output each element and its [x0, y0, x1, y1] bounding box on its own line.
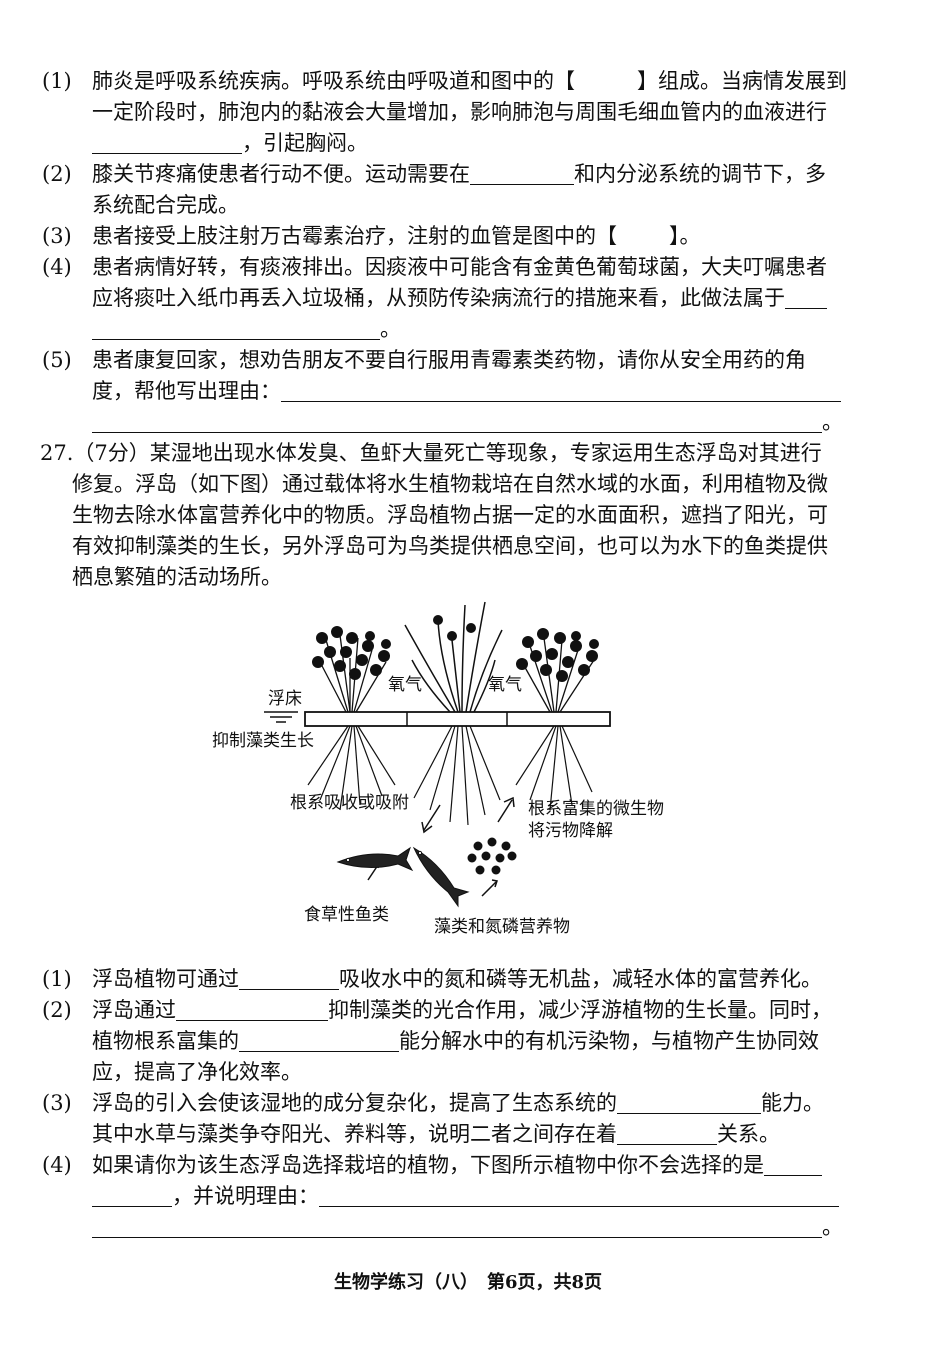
- q27-sub2-text-c: 植物根系富集的: [92, 1029, 239, 1053]
- q26-part2-answer-blank[interactable]: [470, 162, 574, 185]
- q27-sub3-number: (3): [42, 1091, 72, 1115]
- q27-sub2-number: (2): [42, 998, 72, 1022]
- label-microbe-line1: 根系富集的微生物: [528, 799, 664, 819]
- fish-icon: [336, 846, 414, 872]
- label-algae-nutrients: 藻类和氮磷营养物: [434, 917, 570, 937]
- label-herbivore-fish: 食草性鱼类: [304, 905, 389, 925]
- float-bed-bar: [304, 711, 611, 727]
- q27-sub4-number: (4): [42, 1153, 72, 1177]
- q27-sub4-answer-blank-c[interactable]: [319, 1184, 839, 1207]
- q26-part3-text-a: 患者接受上肢注射万古霉素治疗，注射的血管是图中的【: [92, 224, 617, 248]
- q27-sub3-text-c: 其中水草与藻类争夺阳光、养料等，说明二者之间存在着: [92, 1122, 617, 1146]
- reed-seed-heads: [433, 615, 476, 641]
- q26-part4-text-line3: 。: [380, 317, 401, 341]
- q27-sub2-answer-blank-b[interactable]: [239, 1029, 399, 1052]
- q26-part4-text-line2: 应将痰吐入纸巾再丢入垃圾桶，从预防传染病流行的措施来看，此做法属于: [92, 286, 785, 310]
- q27-intro-text-line4: 有效抑制藻类的生长，另外浮岛可为鸟类提供栖息空间，也可以为水下的鱼类提供: [72, 534, 828, 558]
- q27-number: 27.: [40, 441, 74, 465]
- q27-intro-text-line3: 生物去除水体富营养化中的物质。浮岛植物占据一定的水面面积，遮挡了阳光，可: [72, 503, 828, 527]
- water-surface-symbol: [264, 711, 298, 723]
- q27-sub3-answer-blank-a[interactable]: [617, 1091, 761, 1114]
- q27-sub4-text-a: 如果请你为该生态浮岛选择栽培的植物，下图所示植物中你不会选择的是: [92, 1153, 764, 1177]
- q27-sub4-text-b: ，并说明理由：: [172, 1184, 319, 1208]
- q27-sub2-text-a: 浮岛通过: [92, 998, 176, 1022]
- q27-sub2-text-e: 应，提高了净化效率。: [92, 1060, 302, 1084]
- q26-part2-text-b: 和内分泌系统的调节下，多: [574, 162, 826, 186]
- q26-part3-text-b: 】。: [669, 224, 701, 248]
- q26-part4-answer-blank-a[interactable]: [785, 286, 827, 309]
- q27-intro-text-line5: 栖息繁殖的活动场所。: [72, 565, 282, 589]
- label-microbe-line2: 将污物降解: [528, 821, 613, 841]
- floating-island-diagram: 浮床 抑制藻类生长 氧气 氧气 根系吸收或吸附 根系富集的微生物 将污物降解 食…: [212, 601, 664, 937]
- q26-part4-number: (4): [42, 255, 72, 279]
- q26-part5-number: (5): [42, 348, 72, 372]
- q27-sub3-text-a: 浮岛的引入会使该湿地的成分复杂化，提高了生态系统的: [92, 1091, 617, 1115]
- q27-sub2-text-b: 抑制藻类的光合作用，减少浮游植物的生长量。同时，: [328, 998, 832, 1022]
- q27-sub2-text-d: 能分解水中的有机污染物，与植物产生协同效: [399, 1029, 819, 1053]
- label-float-bed: 浮床: [268, 689, 302, 709]
- q27-sub3-text-b: 能力。: [761, 1091, 824, 1115]
- q27-sub3-text-d: 关系。: [717, 1122, 780, 1146]
- q26-part5-answer-blank-b[interactable]: [92, 410, 822, 433]
- label-root-absorb: 根系吸收或吸附: [290, 793, 409, 813]
- q27-sub4-text-c: 。: [822, 1215, 843, 1239]
- q26-part2-text-a: 膝关节疼痛使患者行动不便。运动需要在: [92, 162, 470, 186]
- q26-part5-text-line2: 度，帮他写出理由：: [92, 379, 281, 403]
- q27-sub1-text-b: 吸收水中的氮和磷等无机盐，减轻水体的富营养化。: [339, 967, 822, 991]
- q26-part1-text-b: 】组成。当病情发展到: [637, 69, 847, 93]
- q26-part4-text-line1: 患者病情好转，有痰液排出。因痰液中可能含有金黄色葡萄球菌，大夫叮嘱患者: [92, 255, 827, 279]
- q26-part1-text-line3: ，引起胸闷。: [242, 131, 368, 155]
- q27-sub4-answer-blank-a[interactable]: [764, 1153, 822, 1176]
- q27-sub1-text-a: 浮岛植物可通过: [92, 967, 239, 991]
- q26-part1-answer-blank[interactable]: [92, 131, 242, 154]
- fish-icon-2: [412, 846, 470, 908]
- middle-reed-plant: [404, 601, 503, 713]
- q26-part5-answer-blank-a[interactable]: [281, 379, 841, 402]
- left-flower-heads: [312, 626, 391, 680]
- q26-part3-number: (3): [42, 224, 72, 248]
- q27-sub2-answer-blank-a[interactable]: [176, 998, 328, 1021]
- q26-part5-text-line1: 患者康复回家，想劝告朋友不要自行服用青霉素类药物，请你从安全用药的角: [92, 348, 806, 372]
- label-oxygen-left: 氧气: [388, 675, 422, 695]
- q27-intro-text-line1: （7分）某湿地出现水体发臭、鱼虾大量死亡等现象，专家运用生态浮岛对其进行: [73, 441, 822, 465]
- plant-roots: [307, 725, 593, 826]
- algae-dots: [467, 837, 517, 875]
- q26-part2-text-line2: 系统配合完成。: [92, 193, 239, 217]
- q26-part2-number: (2): [42, 162, 72, 186]
- q26-part1-number: (1): [42, 69, 72, 93]
- label-oxygen-right: 氧气: [488, 675, 522, 695]
- q26-part5-text-line3: 。: [822, 410, 843, 434]
- right-flower-heads: [516, 628, 599, 682]
- page-footer: 生物学练习（八） 第6页，共8页: [333, 1272, 603, 1293]
- diagram-arrows: [367, 796, 515, 897]
- q27-intro-text-line2: 修复。浮岛（如下图）通过载体将水生植物栽培在自然水域的水面，利用植物及微: [72, 472, 828, 496]
- q26-part4-answer-blank-b[interactable]: [92, 317, 380, 340]
- q27-sub3-answer-blank-b[interactable]: [617, 1122, 717, 1145]
- q27-sub4-answer-blank-d[interactable]: [92, 1215, 822, 1238]
- q26-part1-text-line2: 一定阶段时，肺泡内的黏液会大量增加，影响肺泡与周围毛细血管内的血液进行: [92, 100, 827, 124]
- q26-part1-text-a: 肺炎是呼吸系统疾病。呼吸系统由呼吸道和图中的【: [92, 69, 575, 93]
- label-suppress-algae: 抑制藻类生长: [212, 731, 314, 751]
- q27-sub1-number: (1): [42, 967, 72, 991]
- q27-sub4-answer-blank-b[interactable]: [92, 1184, 172, 1207]
- q27-sub1-answer-blank[interactable]: [239, 967, 339, 990]
